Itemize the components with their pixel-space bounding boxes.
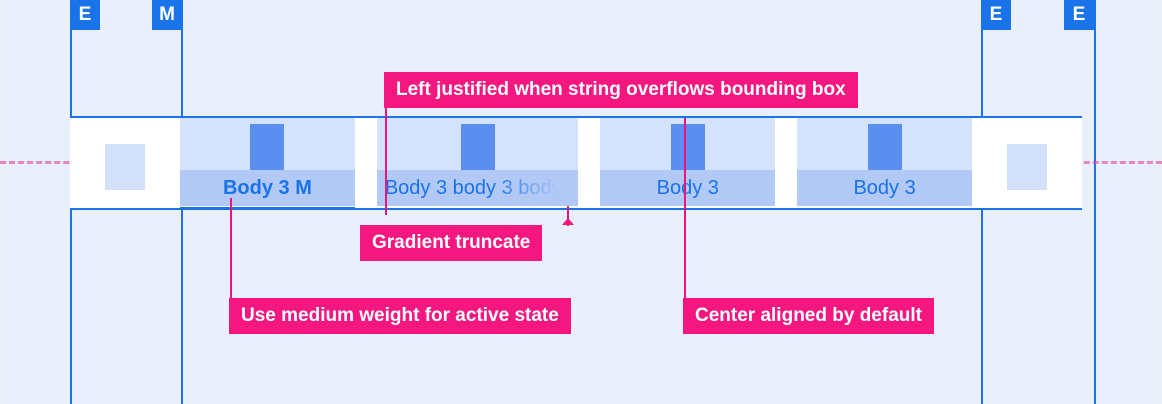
tab-icon-band: [797, 118, 973, 170]
tab-bar-component: Body 3 M Body 3 body 3 body 3: [70, 116, 1082, 210]
measure-badge-m: M: [152, 0, 182, 30]
annotation-overflow: Left justified when string overflows bou…: [384, 72, 858, 108]
tab-label-band: Body 3: [797, 170, 973, 206]
left-gutter: [0, 0, 8, 404]
tab-label: Body 3: [656, 176, 719, 199]
annotation-tick-gradient: [562, 218, 574, 225]
annotation-gradient-truncate: Gradient truncate: [360, 225, 543, 261]
annotation-leader-medium: [230, 198, 232, 298]
vertical-guide-4: [1094, 0, 1096, 404]
tab-label: Body 3 body 3 body 3: [384, 176, 579, 199]
measure-badge-e-left: E: [70, 0, 100, 30]
tab-label-band: Body 3 M: [180, 170, 355, 206]
annotation-leader-center: [684, 118, 686, 298]
placeholder-icon: [105, 144, 145, 190]
right-gutter: [1154, 0, 1162, 404]
measure-badge-e-right-2: E: [1064, 0, 1094, 30]
active-tab-indicator: [180, 207, 355, 210]
annotation-medium-weight: Use medium weight for active state: [229, 298, 571, 334]
annotation-leader-gradient: [567, 206, 569, 226]
tab-group: Body 3 M Body 3 body 3 body 3: [180, 118, 973, 210]
placeholder-icon: [1007, 144, 1047, 190]
tab-icon-band: [376, 118, 579, 170]
tab-icon-band: [180, 118, 355, 170]
tab-label: Body 3 M: [222, 176, 312, 199]
annotation-center-aligned: Center aligned by default: [683, 298, 934, 334]
tab-label-band: Body 3: [600, 170, 776, 206]
tab-icon: [460, 124, 495, 170]
annotation-leader-overflow: [385, 105, 387, 215]
tab-item-4[interactable]: Body 3: [797, 118, 973, 208]
measure-badge-e-right-1: E: [981, 0, 1011, 30]
tab-item-truncated[interactable]: Body 3 body 3 body 3: [376, 118, 579, 208]
tab-label-band: Body 3 body 3 body 3: [376, 170, 579, 206]
tab-item-active[interactable]: Body 3 M: [180, 118, 355, 210]
tab-item-3[interactable]: Body 3: [600, 118, 776, 208]
tab-icon: [867, 124, 902, 170]
right-edge-slot: [972, 118, 1082, 208]
tab-icon: [670, 124, 705, 170]
left-edge-slot: [70, 118, 180, 208]
tab-icon: [250, 124, 285, 170]
tab-label: Body 3: [853, 176, 916, 199]
tab-row: Body 3 M Body 3 body 3 body 3: [70, 118, 1082, 210]
tab-icon-band: [600, 118, 776, 170]
